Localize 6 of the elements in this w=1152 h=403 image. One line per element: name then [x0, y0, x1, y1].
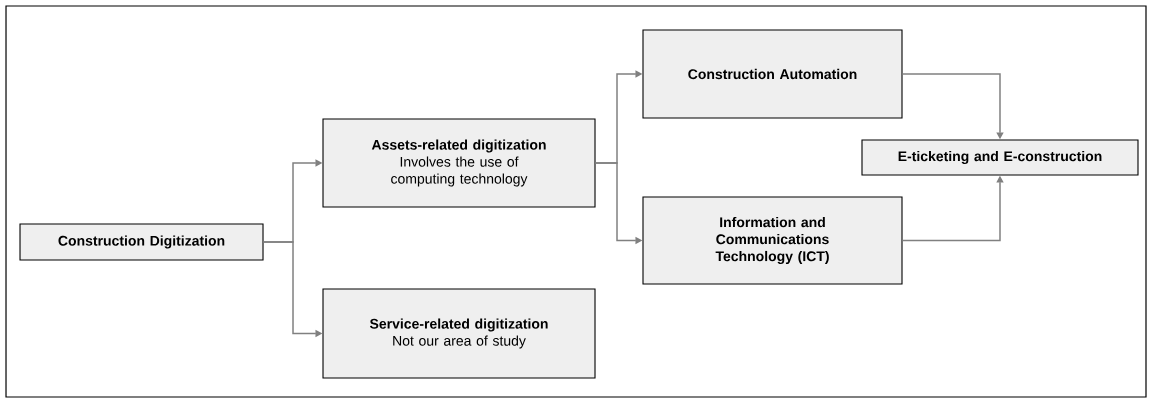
- process-box: Assets-related digitization Involves the use of computing technology: [322, 118, 596, 208]
- process-box: Service-related digitization Not our area of study: [322, 288, 596, 379]
- process-box: E-ticketing and E-construction: [861, 139, 1139, 176]
- process-box: Construction Automation: [642, 29, 903, 119]
- process-box: Construction Digitization: [19, 223, 264, 261]
- process-box: Information and Communications Technology (ICT): [642, 196, 903, 285]
